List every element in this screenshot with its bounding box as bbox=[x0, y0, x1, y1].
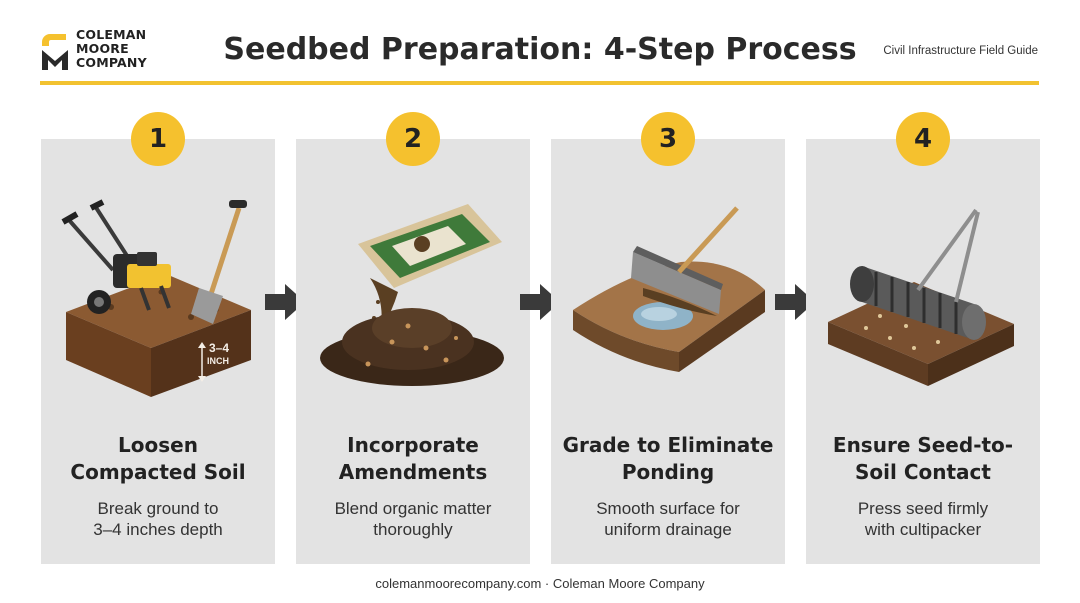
step-title-3-line-2: Ponding bbox=[621, 460, 715, 484]
step-description-3-line-1: Smooth surface for bbox=[596, 499, 740, 518]
header-divider bbox=[40, 81, 1039, 85]
arrow-right-icon-2 bbox=[520, 284, 560, 320]
depth-label-unit: INCH bbox=[207, 356, 229, 366]
step-title-1: Loosen Compacted Soil bbox=[41, 432, 275, 486]
step-title-2-line-2: Amendments bbox=[338, 460, 488, 484]
footer-text: colemanmoorecompany.com · Coleman Moore … bbox=[375, 576, 705, 591]
company-logo: COLEMAN MOORE COMPANY bbox=[40, 28, 180, 72]
step-title-2-line-1: Incorporate bbox=[347, 433, 479, 457]
arrow-right-icon-3 bbox=[775, 284, 815, 320]
step-description-1-line-2: 3–4 inches depth bbox=[93, 520, 223, 539]
step-description-2-line-1: Blend organic matter bbox=[334, 499, 492, 518]
step-title-3-line-1: Grade to Eliminate bbox=[562, 433, 774, 457]
depth-label-value: 3–4 bbox=[209, 341, 229, 355]
step-title-3: Grade to Eliminate Ponding bbox=[551, 432, 785, 486]
step-number-badge-2: 2 bbox=[386, 112, 440, 166]
step-description-3: Smooth surface for uniform drainage bbox=[551, 498, 785, 540]
step-description-2-line-2: thoroughly bbox=[373, 520, 453, 539]
step-description-2: Blend organic matter thoroughly bbox=[296, 498, 530, 540]
compost-bag-icon bbox=[320, 204, 504, 386]
step-description-4-line-1: Press seed firmly bbox=[857, 499, 989, 518]
logo-line-2: MOORE bbox=[76, 41, 129, 56]
step-number-badge-4: 4 bbox=[896, 112, 950, 166]
grading-blade-icon bbox=[573, 206, 765, 372]
logo-line-1: COLEMAN bbox=[76, 27, 147, 42]
step-title-2: Incorporate Amendments bbox=[296, 432, 530, 486]
logo-text: COLEMAN MOORE COMPANY bbox=[76, 28, 147, 70]
step-description-1-line-1: Break ground to bbox=[97, 499, 219, 518]
tiller-and-shovel-icon: 3–4 INCH bbox=[61, 199, 251, 397]
step-title-4-line-1: Ensure Seed-to- bbox=[832, 433, 1014, 457]
step-description-4-line-2: with cultipacker bbox=[864, 520, 982, 539]
page-subtitle: Civil Infrastructure Field Guide bbox=[883, 45, 1038, 57]
arrow-right-icon-1 bbox=[265, 284, 305, 320]
cultipacker-roller-icon bbox=[828, 208, 1014, 386]
step-number-badge-1: 1 bbox=[131, 112, 185, 166]
step-description-3-line-2: uniform drainage bbox=[604, 520, 732, 539]
cm-logo-icon bbox=[42, 34, 68, 70]
step-title-1-line-1: Loosen bbox=[118, 433, 198, 457]
page-title: Seedbed Preparation: 4-Step Process bbox=[223, 32, 857, 67]
step-number-badge-3: 3 bbox=[641, 112, 695, 166]
logo-line-3: COMPANY bbox=[76, 55, 147, 70]
step-title-4: Ensure Seed-to- Soil Contact bbox=[806, 432, 1040, 486]
step-description-1: Break ground to 3–4 inches depth bbox=[41, 498, 275, 540]
step-title-1-line-2: Compacted Soil bbox=[70, 460, 246, 484]
step-title-4-line-2: Soil Contact bbox=[855, 460, 991, 484]
step-description-4: Press seed firmly with cultipacker bbox=[806, 498, 1040, 540]
